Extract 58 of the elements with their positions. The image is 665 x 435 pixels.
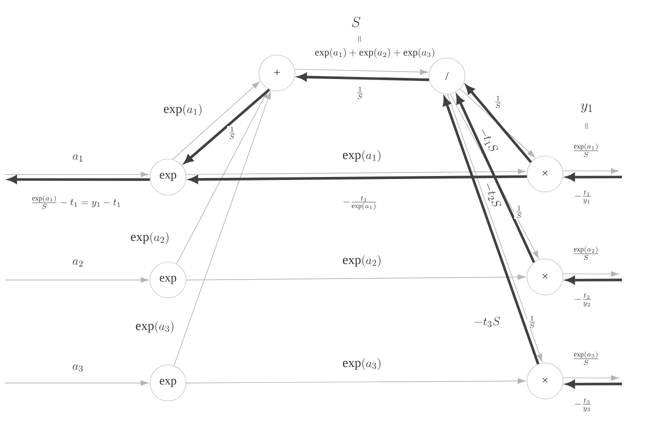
- edge-label: $\frac{1}{S}$: [495, 96, 501, 108]
- arrow: [8, 176, 150, 184]
- arrow: [172, 81, 260, 160]
- edge-label: $\exp(a_2)$: [342, 254, 380, 267]
- arrow: [186, 378, 526, 384]
- label: $y_1$: [580, 103, 592, 113]
- arrow: [566, 380, 622, 388]
- operation-node: ×: [526, 258, 564, 296]
- edge-label: $\frac{\exp(a_2)}{S}$: [574, 246, 598, 260]
- edge-label: $a_1$: [72, 154, 82, 162]
- arrow: [186, 168, 526, 175]
- edge-label: $\exp(a_2)$: [130, 232, 168, 244]
- edge-label: $\exp(a_1)$: [164, 104, 202, 116]
- arrow: [466, 85, 532, 164]
- arrow: [4, 172, 149, 178]
- edge-label: $\frac{\exp(a_1)}{S}$: [574, 143, 598, 157]
- edge-label: $-t_3S$: [474, 316, 500, 328]
- edge-label: $\frac{\exp(a_1)}{S}-t_1=y_1-t_1$: [32, 195, 120, 209]
- edge-label: $\frac{1}{S}$: [229, 126, 235, 140]
- edge-label: $-t_1S$: [482, 129, 499, 151]
- edge-label: $a_2$: [72, 259, 83, 266]
- operation-node: exp: [150, 364, 186, 402]
- edge-label: $\frac{1}{S}$: [357, 86, 363, 100]
- arrow: [186, 274, 526, 280]
- edge-label: $-t_2S$: [487, 184, 502, 206]
- arrow: [562, 375, 619, 381]
- edge-label: $\frac{1}{S}$: [516, 206, 522, 218]
- label: $S$: [352, 16, 360, 28]
- arrow: [562, 271, 619, 277]
- arrow: [4, 277, 148, 283]
- arrow: [566, 276, 622, 284]
- edge-label: $\frac{\exp(a_3)}{S}$: [574, 351, 598, 365]
- edge-label: $\exp(a_3)$: [342, 358, 380, 370]
- operation-node: ×: [526, 362, 564, 400]
- edge-label: $-\frac{t_1}{\exp(a_1)}$: [343, 196, 376, 210]
- edge-label: $-\frac{t_1}{y_1}$: [574, 190, 591, 204]
- edge-label: $-\frac{t_2}{y_2}$: [574, 293, 591, 307]
- edge-label: $\frac{1}{S}$: [529, 316, 535, 328]
- arrow: [184, 88, 270, 164]
- arrow: [566, 173, 622, 182]
- operation-node: /: [428, 58, 466, 94]
- arrow: [294, 68, 428, 75]
- arrow: [4, 380, 148, 386]
- edge-label: $\exp(a_1)+\exp(a_2)+\exp(a_3)$: [315, 48, 434, 58]
- edge-label: $\exp(a_1)$: [342, 150, 380, 162]
- arrow: [174, 91, 271, 366]
- edge-label: $a_3$: [72, 364, 83, 372]
- operation-node: exp: [150, 262, 186, 298]
- label: $=$: [358, 36, 361, 42]
- arrow: [176, 90, 268, 264]
- operation-node: exp: [150, 158, 186, 196]
- edge-label: $-\frac{t_3}{y_3}$: [574, 398, 591, 412]
- edge-label: $\exp(a_3)$: [136, 320, 174, 333]
- operation-node: +: [258, 54, 296, 92]
- arrow: [562, 168, 619, 174]
- operation-node: ×: [526, 156, 564, 192]
- arrow: [189, 175, 527, 184]
- label: $=$: [585, 122, 588, 130]
